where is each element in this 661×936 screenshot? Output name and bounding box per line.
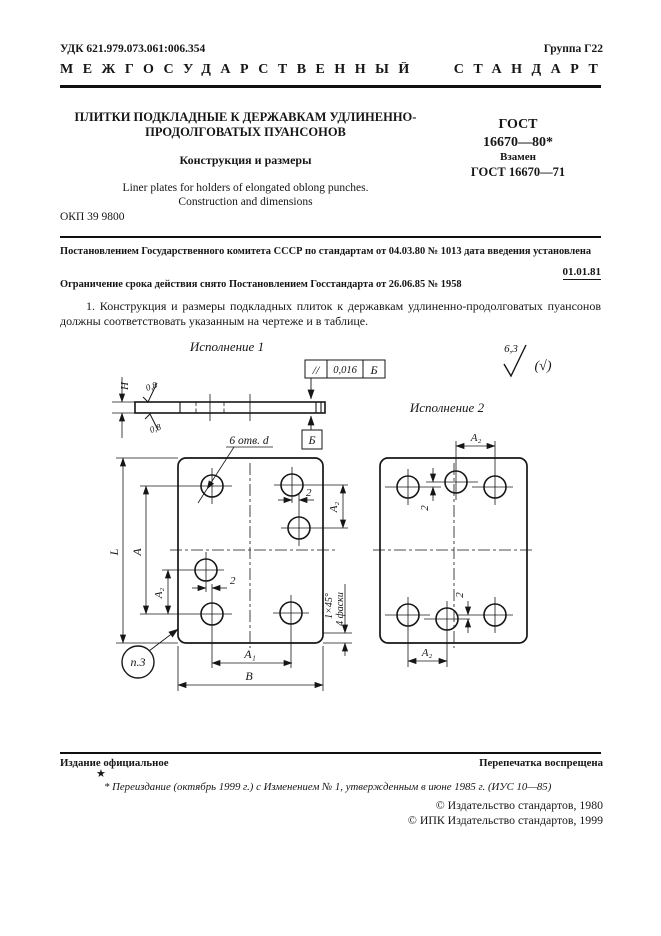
general-roughness-value: 6,3 — [504, 343, 518, 355]
decree-line2: Ограничение срока действия снято Постано… — [60, 279, 462, 290]
plate2-outline — [379, 457, 528, 644]
gost-designation-block: ГОСТ 16670—80* Взамен ГОСТ 16670—71 — [428, 116, 608, 180]
tolerance-datum-ref: Б — [369, 363, 377, 377]
tolerance-value: 0,016 — [333, 365, 357, 376]
plate-side-outline — [134, 401, 326, 414]
chamfer-label-2: 4 фаски — [335, 592, 346, 626]
group-code: Группа Г22 — [543, 43, 603, 55]
variant1-label: Исполнение 1 — [189, 339, 264, 354]
dim-2-top-label: 2 — [419, 505, 431, 511]
plate2-holes — [396, 470, 507, 631]
copyright-1980: © Издательство стандартов, 1980 — [435, 798, 603, 812]
dim-A2-bottom-label: A₂ — [421, 647, 433, 659]
standard-type-line: МЕЖГОСУДАРСТВЕННЫЙ СТАНДАРТ — [60, 62, 605, 77]
replaces-number: ГОСТ 16670—71 — [470, 164, 566, 179]
title-en-line2: Construction and dimensions — [178, 196, 313, 209]
chamfer-label-1: 1×45° — [324, 593, 335, 619]
title-line2: ПРОДОЛГОВАТЫХ ПУАНСОНОВ — [145, 125, 346, 139]
gost-number: 16670—80* — [483, 134, 553, 150]
title-english: Liner plates for holders of elongated ob… — [58, 182, 433, 210]
title-en-line1: Liner plates for holders of elongated ob… — [122, 182, 369, 195]
okp-code: ОКП 39 9800 — [60, 211, 125, 223]
roughness-mark-bottom — [144, 413, 159, 431]
dim-B-lines — [177, 646, 324, 691]
datum-box — [301, 415, 323, 450]
plate1-crosshairs — [140, 463, 348, 668]
paragraph-1: 1. Конструкция и размеры подкладных плит… — [60, 299, 601, 328]
tolerance-symbol: // — [312, 363, 321, 377]
note-ref-balloon — [121, 645, 155, 679]
official-edition-label: Издание официальное — [60, 757, 169, 769]
star-icon: ★ — [96, 768, 106, 780]
roughness-bottom-label: 0,8 — [148, 421, 162, 434]
dim-2-left-label: 2 — [230, 575, 236, 587]
plate-side-end-caps — [179, 402, 322, 413]
plate2-crosshairs — [373, 441, 533, 667]
side-view: Исполнение 1 — [112, 339, 386, 450]
technical-drawing: Исполнение 1 — [107, 339, 552, 691]
datum-label: Б — [307, 433, 315, 447]
check-icon — [503, 344, 527, 378]
dim-A2-left-label: A₂ — [153, 588, 165, 600]
title-line1: ПЛИТКИ ПОДКЛАДНЫЕ К ДЕРЖАВКАМ УДЛИНЕННО- — [74, 110, 417, 124]
udk-code: УДК 621.979.073.061:006.354 — [60, 43, 206, 55]
dim-H-lines — [112, 377, 135, 438]
subtitle: Конструкция и размеры — [179, 153, 312, 167]
general-roughness-note: (√) — [534, 359, 551, 374]
effective-date: 01.01.81 — [562, 266, 601, 280]
note-ref-leader — [148, 628, 179, 652]
title-block: ПЛИТКИ ПОДКЛАДНЫЕ К ДЕРЖАВКАМ УДЛИНЕННО-… — [58, 110, 433, 210]
mid-rule — [60, 236, 601, 238]
plate1-outline — [177, 457, 324, 644]
no-reprint-label: Перепечатка воспрещена — [479, 757, 603, 769]
holes-note-leader — [197, 446, 273, 504]
replaces-label: Взамен — [500, 151, 536, 163]
dim-H-label: H — [119, 381, 131, 391]
general-roughness-symbol: 6,3 (√) — [503, 343, 552, 378]
dim-B-label: В — [245, 669, 253, 683]
chamfer-dim-lines — [323, 584, 352, 656]
dim-A2-right-label: A₂ — [328, 502, 340, 514]
dim-A1-label: A₁ — [243, 647, 256, 661]
roughness-mark-top — [142, 382, 158, 403]
header-rule — [60, 85, 601, 88]
dim-2-bottom-label: 2 — [454, 592, 466, 598]
note-ref-label: п.3 — [131, 655, 146, 669]
roughness-top-label: 0,8 — [144, 379, 158, 392]
dim-A-label: A — [130, 548, 144, 557]
gost-label: ГОСТ — [498, 117, 538, 132]
dim-A2-top-label: A₂ — [470, 432, 482, 444]
holes-note-label: 6 отв. d — [229, 435, 268, 447]
plan-view-variant2: A₂ 2 2 A₂ — [373, 432, 533, 667]
reissue-note: * Переиздание (октябрь 1999 г.) с Измене… — [104, 781, 552, 793]
plan-view-variant1: L A A₂ 2 2 — [107, 435, 352, 691]
dim-2-topright-label: 2 — [306, 487, 312, 499]
footer-rule — [60, 752, 601, 754]
tolerance-frame — [304, 359, 386, 400]
plate-side-centerlines — [195, 394, 251, 421]
dim-L-label: L — [107, 548, 121, 556]
dim-L-lines — [116, 457, 178, 644]
variant2-label: Исполнение 2 — [409, 400, 485, 415]
copyright-1999: © ИПК Издательство стандартов, 1999 — [407, 813, 603, 827]
decree-line1: Постановлением Государственного комитета… — [60, 246, 592, 257]
